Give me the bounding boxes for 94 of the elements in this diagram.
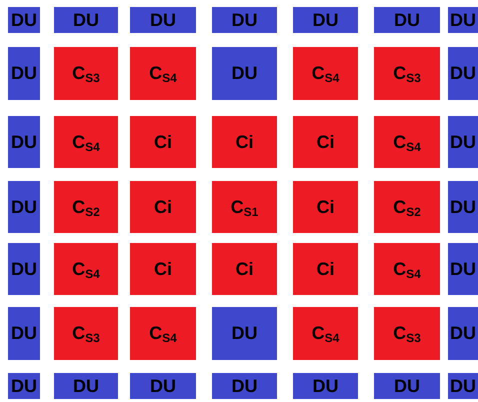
cell-label: C$_{S4}$	[149, 63, 177, 84]
grid-cell	[293, 47, 358, 100]
grid-cell	[130, 47, 196, 100]
cell-label: C$_{S4}$	[312, 323, 340, 344]
grid-cell	[130, 7, 196, 33]
cell-label: Ci	[154, 258, 172, 280]
cell-label: DU	[73, 376, 99, 396]
grid-cell	[293, 373, 358, 399]
cell-label: DU	[11, 323, 37, 344]
grid-cell	[448, 181, 478, 233]
grid-cell	[293, 7, 358, 33]
cell-label: Ci	[236, 132, 254, 152]
cell-label: Ci	[316, 132, 334, 152]
cell-label: DU	[450, 376, 476, 396]
cell-label: C$_{S3}$	[72, 323, 100, 344]
grid-cell	[293, 116, 358, 168]
grid-cell	[374, 116, 440, 168]
cell-label: DU	[11, 196, 37, 218]
cell-label: Ci	[154, 132, 172, 152]
grid-cell	[212, 7, 277, 33]
cell-label: DU	[11, 63, 37, 84]
cell-label: DU	[450, 132, 476, 152]
grid-cell	[293, 307, 358, 360]
grid-cell	[8, 181, 40, 233]
cell-label: DU	[312, 376, 338, 396]
grid-cell	[374, 47, 440, 100]
grid-cell	[54, 7, 118, 33]
grid-cell	[54, 47, 118, 100]
grid-cell	[8, 47, 40, 100]
cell-label: DU	[11, 132, 37, 152]
cell-label: DU	[11, 10, 37, 30]
grid-cell	[293, 181, 358, 233]
cell-label: C$_{S4}$	[72, 258, 100, 280]
grid-cell	[212, 373, 277, 399]
cell-label: DU	[11, 258, 37, 280]
cell-label: DU	[450, 196, 476, 218]
cell-label: C$_{S4}$	[149, 323, 177, 344]
cell-label: C$_{S4}$	[312, 63, 340, 84]
cell-label: DU	[450, 258, 476, 280]
cell-label: DU	[450, 63, 476, 84]
grid-cell	[130, 181, 196, 233]
cell-label: C$_{S1}$	[230, 196, 258, 218]
grid-cell	[54, 373, 118, 399]
grid-cell	[130, 307, 196, 360]
grid-cell	[374, 373, 440, 399]
grid-cell	[54, 307, 118, 360]
grid-cell	[448, 243, 478, 295]
cell-label: DU	[73, 10, 99, 30]
cell-label: DU	[232, 10, 258, 30]
grid-cell	[130, 243, 196, 295]
grid-cell	[374, 181, 440, 233]
cell-label: Ci	[236, 258, 254, 280]
grid-cell	[54, 243, 118, 295]
grid-cell	[374, 243, 440, 295]
grid-cell	[54, 116, 118, 168]
cell-label: DU	[232, 63, 258, 84]
cell-label: C$_{S4}$	[72, 132, 100, 152]
grid-cell	[293, 243, 358, 295]
cell-label: Ci	[316, 258, 334, 280]
grid-cell	[448, 116, 478, 168]
cell-label: C$_{S3}$	[393, 323, 421, 344]
grid-cell	[8, 307, 40, 360]
grid-cell	[8, 116, 40, 168]
cell-label: DU	[150, 10, 176, 30]
cell-label: DU	[450, 323, 476, 344]
cell-label: C$_{S2}$	[72, 196, 100, 218]
grid-cell	[54, 181, 118, 233]
cell-label: DU	[394, 376, 420, 396]
cell-label: DU	[150, 376, 176, 396]
grid-cell	[374, 307, 440, 360]
grid-cell	[212, 307, 277, 360]
grid-cell	[130, 373, 196, 399]
grid-cell	[212, 243, 277, 295]
cell-label: C$_{S4}$	[393, 132, 421, 152]
cell-label: DU	[232, 376, 258, 396]
cell-label: DU	[394, 10, 420, 30]
grid-cell	[130, 116, 196, 168]
cell-label: C$_{S2}$	[393, 196, 421, 218]
grid-cell	[212, 181, 277, 233]
cell-label: C$_{S3}$	[393, 63, 421, 84]
grid-cell	[212, 47, 277, 100]
cell-label: DU	[232, 323, 258, 344]
grid-cell	[374, 7, 440, 33]
grid-cell	[448, 47, 478, 100]
cell-label: C$_{S3}$	[72, 63, 100, 84]
cell-label: DU	[450, 10, 476, 30]
cell-label: DU	[312, 10, 338, 30]
grid-cell	[8, 243, 40, 295]
cell-label: C$_{S4}$	[393, 258, 421, 280]
cell-label: Ci	[154, 196, 172, 218]
grid-cell	[448, 307, 478, 360]
cell-label: Ci	[316, 196, 334, 218]
grid-cell	[212, 116, 277, 168]
cell-label: DU	[11, 376, 37, 396]
